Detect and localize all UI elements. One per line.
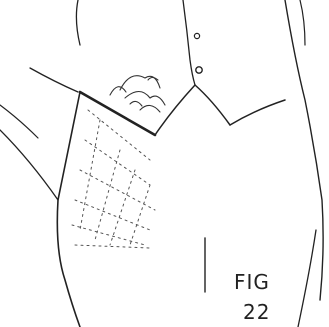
button-dot-top: [194, 33, 199, 38]
figure-label-line1: FIG: [234, 272, 270, 292]
collar-left: [155, 85, 195, 135]
top-left-curve: [76, 0, 80, 45]
right-lower-line: [298, 230, 316, 327]
collar-right: [195, 85, 230, 125]
collar-far-right: [230, 100, 285, 125]
left-outer-contour: [0, 130, 58, 200]
scribble-texture: [110, 76, 165, 112]
right-contour: [285, 0, 323, 300]
left-body-line: [57, 92, 80, 327]
center-line: [183, 0, 195, 85]
button-dot-middle: [196, 67, 202, 73]
upper-left-contour: [30, 68, 78, 92]
figure-label-line2: 22: [243, 302, 270, 322]
bold-diagonal-line: [80, 92, 155, 135]
dotted-hatching: [72, 110, 155, 248]
right-top-contour: [300, 0, 305, 45]
left-shoulder-contour: [0, 105, 38, 138]
